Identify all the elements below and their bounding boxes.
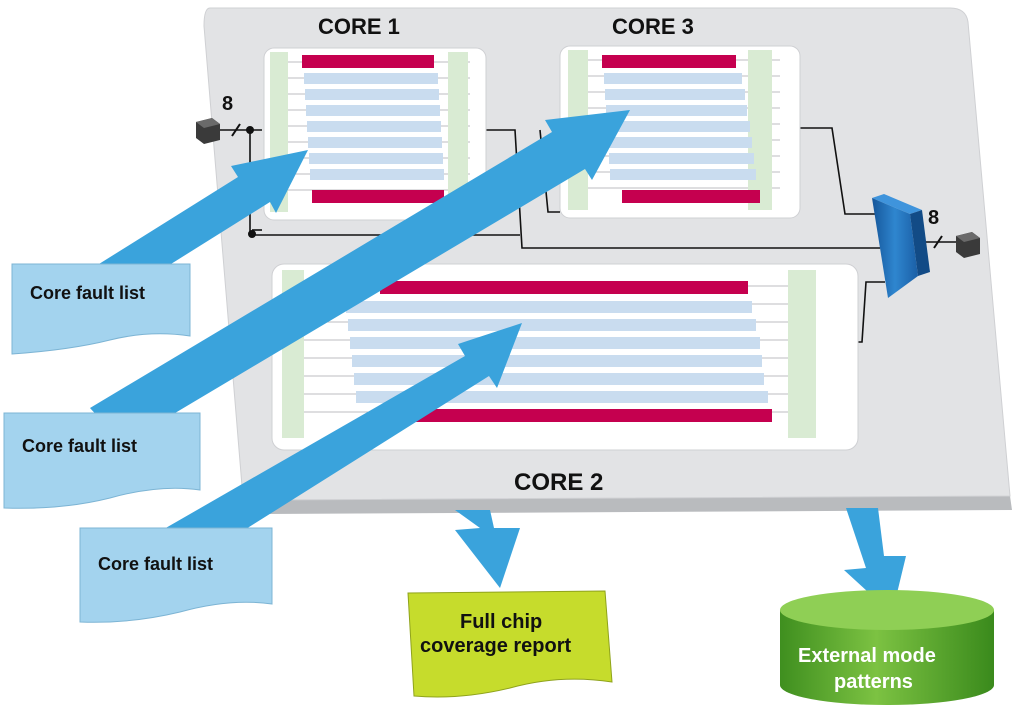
core-1-wrapper-right [448,52,468,212]
core-1-scan-chain [304,73,438,84]
core-2-scan-chain [346,301,752,313]
core-2-io-chain-top [380,281,748,294]
chip-board-edge [262,496,1012,514]
arrow-to-core-2 [157,323,522,568]
core-1-label: CORE 1 [318,14,400,39]
core-1-scan-chain [305,89,439,100]
core-1-scan-chain [306,105,440,116]
output-mux [872,194,930,298]
external-patterns-db-top [780,590,994,630]
core-3-scan-chain [607,121,750,132]
core-1-io-chain-top [302,55,434,68]
core-3-label: CORE 3 [612,14,694,39]
input-bus-slash [231,123,241,137]
core-2-io-chain-bottom [396,409,772,422]
fault-list-doc-2-label: Core fault list [22,436,137,456]
fault-list-doc-1[interactable]: Core fault list [11,263,191,355]
arrow-to-external-patterns [844,508,906,614]
core-3-scan-chain [604,73,742,84]
bus-junction-bottom [248,230,256,238]
fault-list-doc-3[interactable]: Core fault list [79,527,273,623]
core-3-scan-chain [608,137,752,148]
core-3-scan-chain [609,153,754,164]
fault-list-arrows [90,110,630,568]
core-1-scan-chain [310,169,444,180]
core-1-scan-chain [308,137,442,148]
fault-list-doc-3-label: Core fault list [98,554,213,574]
input-pin [196,118,220,144]
bus-junction-top [246,126,254,134]
core-2-scan-chain [352,355,762,367]
core-3-scan-chain [610,169,756,180]
core-2-label: CORE 2 [514,469,603,496]
core-3-io-chain-bottom [622,190,760,203]
output-bus-slash [933,235,943,249]
core-2-scan-chain [354,373,764,385]
arrow-to-coverage-report [455,510,520,588]
core-1-scan-chain [307,121,441,132]
coverage-report-line-1: Full chip [460,611,542,633]
output-arrows [455,508,906,614]
core-1: CORE 1 [263,14,487,221]
output-bus-width: 8 [928,207,939,229]
core-2-scan-chain [348,319,756,331]
arrow-to-core-3 [90,110,630,444]
external-patterns-db[interactable]: External mode patterns [780,590,994,705]
core-3-io-chain-top [602,55,736,68]
external-patterns-line-2: patterns [834,671,913,693]
core-3-wrapper-right [748,50,772,210]
core-1-io-chain-bottom [312,190,444,203]
input-bus-width: 8 [222,93,233,115]
external-patterns-line-1: External mode [798,645,936,667]
arrow-to-core-1 [91,150,308,294]
core-3-scan-chain [606,105,747,116]
core-2-wrapper-right [788,270,816,438]
coverage-report-line-2: coverage report [420,635,572,657]
core-3-scan-chain [605,89,745,100]
coverage-report[interactable]: Full chip coverage report [407,590,613,698]
fault-list-doc-2[interactable]: Core fault list [3,412,201,509]
core-2-scan-chain [350,337,760,349]
fault-list-doc-1-label: Core fault list [30,283,145,303]
output-pin [956,232,980,258]
core-1-scan-chain [309,153,443,164]
